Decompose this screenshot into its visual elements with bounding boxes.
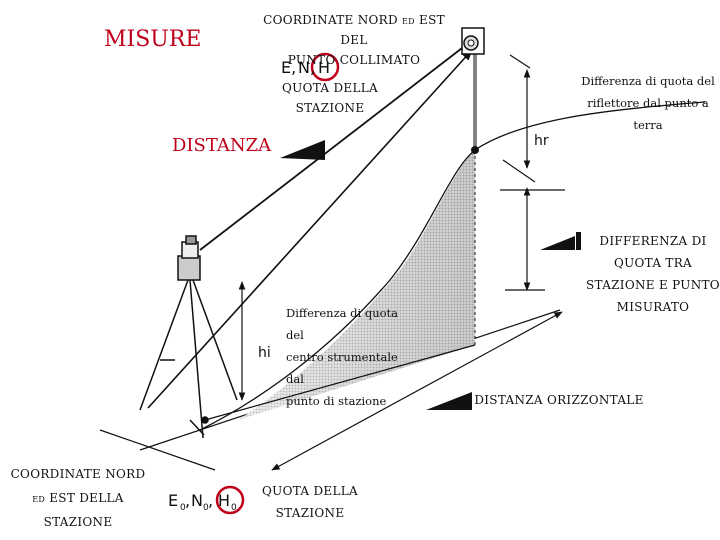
distance-icon [280,140,325,160]
symbol-n0-sub: 0 [203,503,209,513]
reflector-pole [461,27,485,154]
symbol-comma-2: , [208,491,213,510]
h0-highlight-circle [215,485,245,515]
line-of-sight [199,44,467,251]
diff-centro-label: Differenza di quota del centro strumenta… [286,306,399,408]
coord-punto-label: COORDINATE NORD ed EST DEL PUNTO COLLIMA… [263,13,445,67]
symbol-h0: H [218,491,230,510]
symbol-n: N, [298,58,315,77]
symbol-comma-1: , [185,491,190,510]
symbol-n0: N [191,491,203,510]
diff-riflettore-label: Differenza di quota del riflettore dal p… [581,74,715,132]
height-difference-icon [540,232,581,250]
symbol-h0-sub: 0 [231,503,237,513]
total-station-tripod [139,235,238,439]
misure-title: MISURE [104,27,202,52]
distanza-label: DISTANZA [172,135,272,156]
horizontal-distance-dimension [271,311,563,471]
symbol-e0: E [168,491,178,510]
quota-stazione-top-label: QUOTA DELLA STAZIONE [282,81,378,115]
diff-quota-stazione-label: DIFFERENZA DI QUOTA TRA STAZIONE E PUNTO… [586,234,720,314]
symbol-e: E, [281,58,296,77]
height-difference-dimension [500,187,565,291]
symbol-e0-sub: 0 [180,503,186,513]
coord-stazione-label: COORDINATE NORD ed EST DELLA STAZIONE [10,467,146,529]
quota-stazione-bottom-label: QUOTA DELLA STAZIONE [262,484,358,520]
h-highlight-circle [310,52,340,82]
symbol-hi: hi [258,345,271,361]
symbol-hr: hr [534,133,549,149]
hr-dimension [502,54,536,183]
symbol-h: H [318,58,330,77]
distanza-orizzontale-label: DISTANZA ORIZZONTALE [474,393,644,407]
horizontal-distance-icon [426,392,472,410]
coordinates-pointer [147,49,473,409]
